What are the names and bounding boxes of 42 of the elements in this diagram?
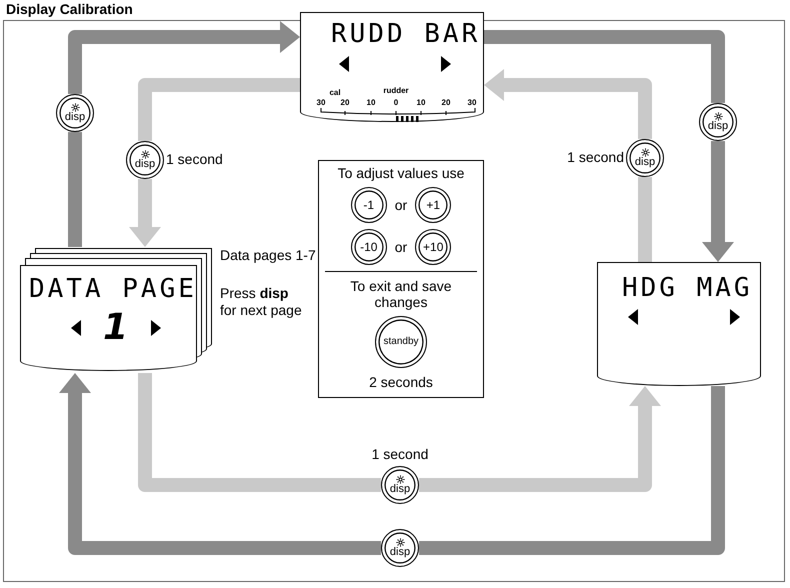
key-button: -10 xyxy=(350,229,387,266)
key-button: +10 xyxy=(415,229,452,266)
caption-text: Data pages 1-7 xyxy=(220,247,316,264)
flow-arrow xyxy=(484,69,652,139)
caption-text: 1 second xyxy=(566,149,624,166)
flow-arrow xyxy=(59,373,381,555)
caption-text: 1 second xyxy=(166,151,224,168)
connector-word: or xyxy=(394,239,408,256)
scale-label: 20 xyxy=(340,99,350,107)
flow-arrow xyxy=(68,21,300,94)
page-number: 1 xyxy=(103,310,128,346)
display-screen xyxy=(597,262,761,386)
disp-button: disp xyxy=(699,103,737,141)
flow-arrow xyxy=(702,141,734,262)
caption-text: Press disp for next page xyxy=(220,285,303,319)
caption-text: 1 second xyxy=(370,446,430,463)
scale-label: cal xyxy=(329,89,341,97)
disp-button: disp xyxy=(626,139,664,177)
scale-label: 30 xyxy=(468,99,476,107)
disp-button: disp xyxy=(56,94,94,132)
scale-label: 10 xyxy=(366,99,376,107)
scale-label: 10 xyxy=(416,99,426,107)
display-screen xyxy=(300,12,484,122)
display-text: HDG MAG xyxy=(622,275,753,301)
duration-text: 2 seconds xyxy=(369,374,433,390)
instruction-text: To adjust values use xyxy=(338,165,464,182)
flow-arrow xyxy=(129,179,161,247)
key-button: -1 xyxy=(350,187,387,224)
disp-button: disp xyxy=(126,141,164,179)
instruction-panel xyxy=(318,160,484,398)
connector-word: or xyxy=(394,197,408,214)
scale-label: 30 xyxy=(316,99,326,107)
scale-label: 0 xyxy=(394,99,398,107)
disp-button: disp xyxy=(381,529,419,567)
instruction-text: To exit and save changes xyxy=(349,278,453,310)
key-button: +1 xyxy=(415,187,452,224)
display-text: DATA PAGE xyxy=(29,276,197,302)
display-text: RUDD BAR xyxy=(331,21,480,47)
key-button: standby xyxy=(375,316,427,368)
scale-label: 20 xyxy=(442,99,450,107)
disp-button: disp xyxy=(381,466,419,504)
scale-label: rudder xyxy=(383,87,409,95)
